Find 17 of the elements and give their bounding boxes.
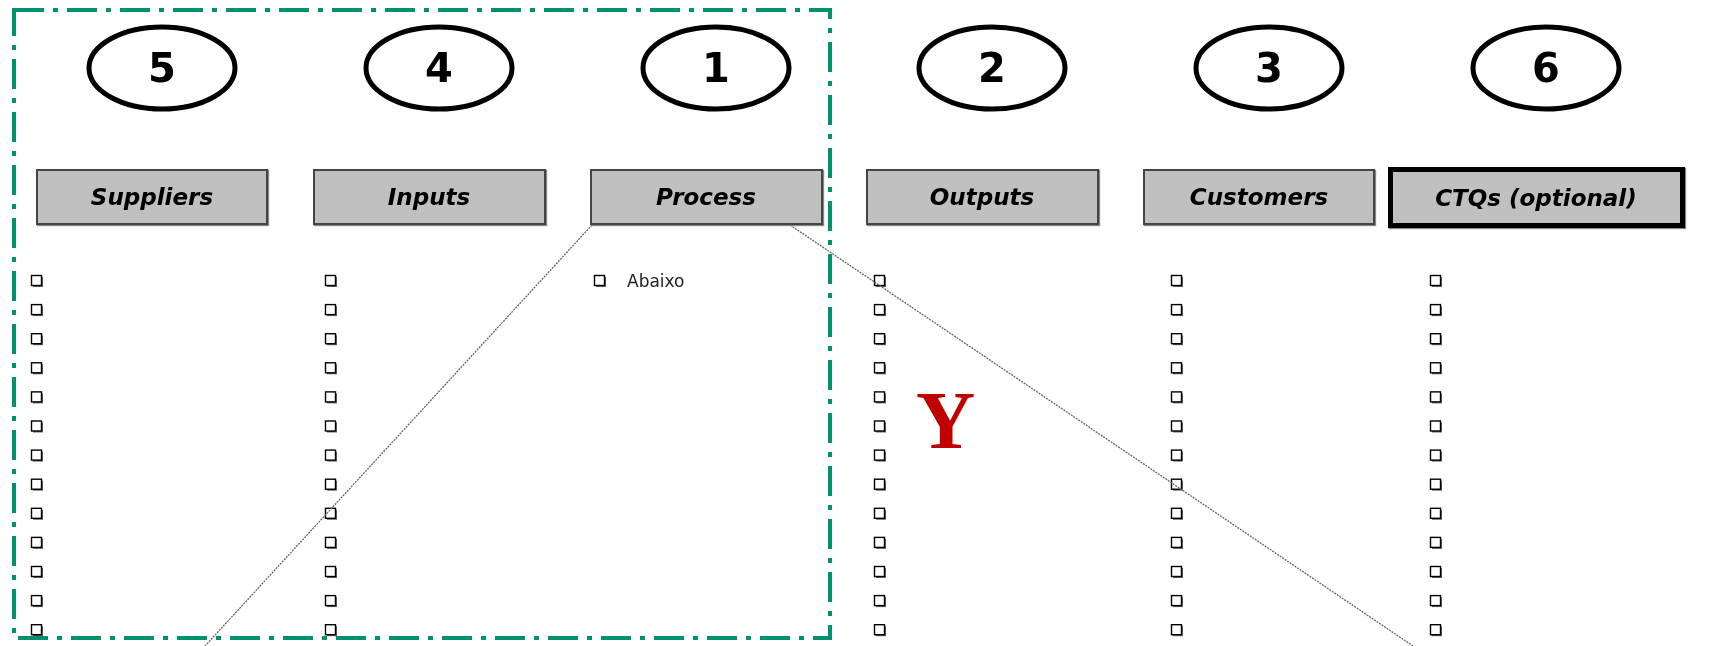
- column-header: Inputs: [312, 169, 546, 225]
- column-header: Suppliers: [36, 169, 268, 225]
- zoom-line: [204, 224, 593, 646]
- step-number-oval: 6: [1470, 24, 1622, 112]
- dash-dot-frame: [12, 8, 832, 640]
- step-number-oval: 4: [363, 24, 515, 112]
- y-letter: Y: [916, 380, 976, 462]
- zoom-line: [789, 224, 1414, 646]
- step-number-oval: 2: [916, 24, 1068, 112]
- column-header: Process: [589, 169, 823, 225]
- column-header: CTQs (optional): [1387, 167, 1685, 228]
- step-number-oval: 5: [86, 24, 238, 112]
- item-text: Abaixo: [627, 271, 685, 291]
- column-header: Customers: [1143, 169, 1375, 225]
- step-number-oval: 3: [1193, 24, 1345, 112]
- step-number-oval: 1: [640, 24, 792, 112]
- column-header: Outputs: [865, 169, 1099, 225]
